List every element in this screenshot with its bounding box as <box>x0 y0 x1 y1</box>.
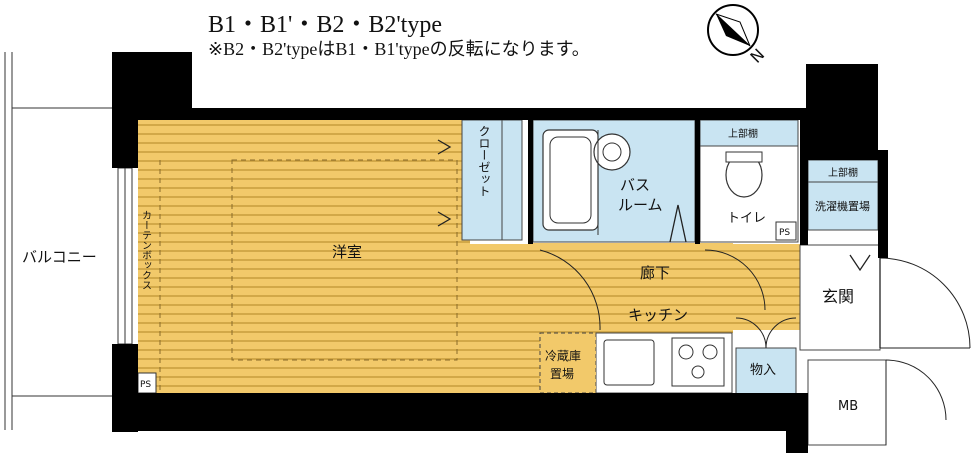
label-bath-1: バス <box>620 176 650 194</box>
label-toilet: トイレ <box>727 211 766 226</box>
plan-note: ※B2・B2'typeはB1・B1'typeの反転になります。 <box>208 39 590 59</box>
storage <box>735 347 797 395</box>
washbasin <box>593 133 631 171</box>
label-balcony: バルコニー <box>22 248 97 266</box>
western-room-floor <box>138 118 470 393</box>
label-curtain-box: カーテンボックス <box>140 210 152 290</box>
fridge-space <box>539 332 597 394</box>
label-western-room: 洋室 <box>332 243 362 261</box>
meter-box <box>807 359 887 446</box>
walls <box>112 52 888 453</box>
label-kitchen: キッチン <box>628 306 688 324</box>
plan-title: B1・B1'・B2・B2'type <box>208 12 442 38</box>
sink <box>603 339 655 386</box>
bathtub <box>542 129 599 231</box>
label-toilet-shelf: 上部棚 <box>728 127 758 140</box>
room-dashed-outline <box>231 159 458 361</box>
balcony <box>4 52 112 430</box>
label-storage: 物入 <box>750 363 776 378</box>
label-bath-2: ルーム <box>618 196 663 214</box>
kitchen-floor <box>533 243 733 333</box>
label-corridor: 廊下 <box>640 264 670 282</box>
entry-door-swing <box>879 257 971 349</box>
label-fridge-2: 置場 <box>550 367 574 381</box>
label-closet: クローゼット <box>477 125 491 197</box>
corridor-floor-lower <box>470 330 540 393</box>
label-mb: MB <box>838 399 858 414</box>
label-fridge-1: 冷蔵庫 <box>545 349 581 363</box>
ps-right <box>775 221 797 241</box>
label-laundry-shelf: 上部棚 <box>828 166 858 179</box>
label-ps-right: PS <box>779 228 790 238</box>
entrance <box>799 244 881 351</box>
compass <box>707 4 759 56</box>
bath-door <box>669 204 687 243</box>
label-ps-left: PS <box>140 380 151 390</box>
label-laundry: 洗濯機置場 <box>815 199 870 213</box>
stove <box>671 337 725 387</box>
label-entrance: 玄関 <box>822 287 854 306</box>
